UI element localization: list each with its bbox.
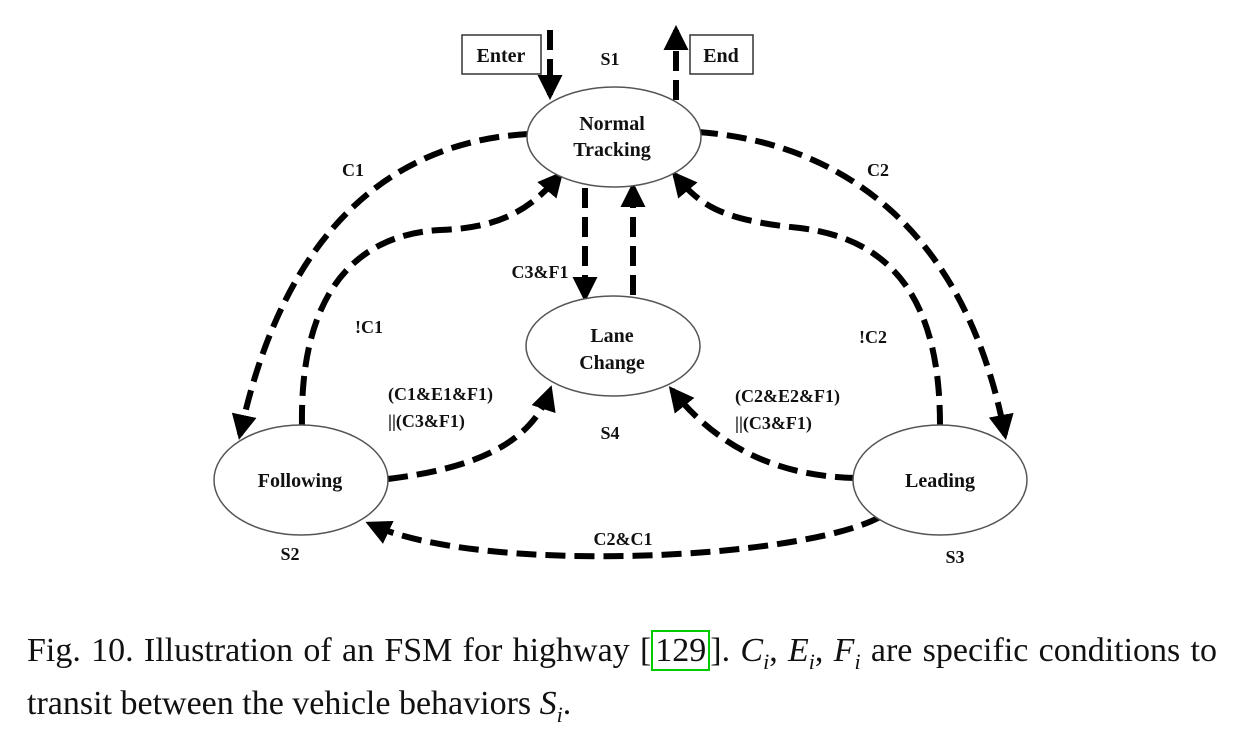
edge-not-c1 (298, 171, 564, 426)
cond-leading-lane-1: (C2&E2&F1) (735, 386, 840, 407)
following-label: Following (258, 470, 342, 492)
state-normal-tracking (526, 86, 702, 188)
enter-label: Enter (477, 45, 526, 67)
cond-c2: C2 (867, 160, 889, 180)
edge-c2c1 (365, 514, 882, 560)
leading-label: Leading (905, 470, 975, 492)
state-id-s1: S1 (600, 49, 619, 69)
caption-sep-1: , (769, 632, 788, 669)
edge-leading-to-lane (668, 386, 856, 481)
end-label: End (703, 45, 739, 67)
cond-leading-lane-2: ||(C3&F1) (735, 413, 812, 434)
caption-sep-2: , (814, 632, 834, 669)
cond-c1: C1 (342, 160, 364, 180)
normal-tracking-label-line1: Normal (579, 113, 645, 135)
state-lane-change (525, 295, 701, 397)
edge-c1 (231, 131, 529, 440)
lane-change-label-line1: Lane (590, 325, 633, 347)
cond-not-c2: !C2 (859, 327, 887, 347)
state-following (213, 424, 389, 536)
math-f: F (833, 632, 855, 669)
cond-c3f1: C3&F1 (512, 262, 569, 282)
state-id-s3: S3 (945, 547, 964, 567)
math-c: C (740, 632, 764, 669)
math-e: E (787, 632, 809, 669)
cond-following-lane-1: (C1&E1&F1) (388, 384, 493, 405)
caption-end: . (562, 684, 572, 722)
math-c-sub: i (763, 648, 770, 674)
edge-following-to-lane (387, 385, 556, 482)
end-box (689, 34, 754, 75)
math-s-sub: i (556, 701, 563, 727)
cond-c2c1: C2&C1 (594, 529, 653, 549)
cond-not-c1: !C1 (355, 317, 383, 337)
lane-change-label-line2: Change (579, 352, 645, 374)
edge-c2 (697, 129, 1014, 440)
cond-following-lane-2: ||(C3&F1) (388, 411, 465, 432)
math-s: S (539, 684, 557, 722)
figure-caption: Fig. 10. Illustration of an FSM for high… (27, 630, 1217, 736)
caption-middle: are specific conditions to transit betwe… (27, 632, 1218, 722)
state-leading (852, 424, 1028, 536)
citation-link[interactable]: 129 (651, 630, 711, 671)
edge-not-c2 (671, 171, 943, 426)
normal-tracking-label-line2: Tracking (573, 139, 650, 161)
state-id-s4: S4 (600, 423, 619, 443)
caption-prefix: Fig. 10. Illustration of an FSM for high… (27, 632, 652, 669)
enter-box (461, 34, 542, 75)
caption-suffix: ]. (710, 632, 741, 669)
fsm-diagram: Enter End Normal Tracking Lane Change Fo… (213, 24, 1028, 567)
math-f-sub: i (854, 648, 861, 674)
math-e-sub: i (808, 648, 815, 674)
state-id-s2: S2 (280, 544, 299, 564)
